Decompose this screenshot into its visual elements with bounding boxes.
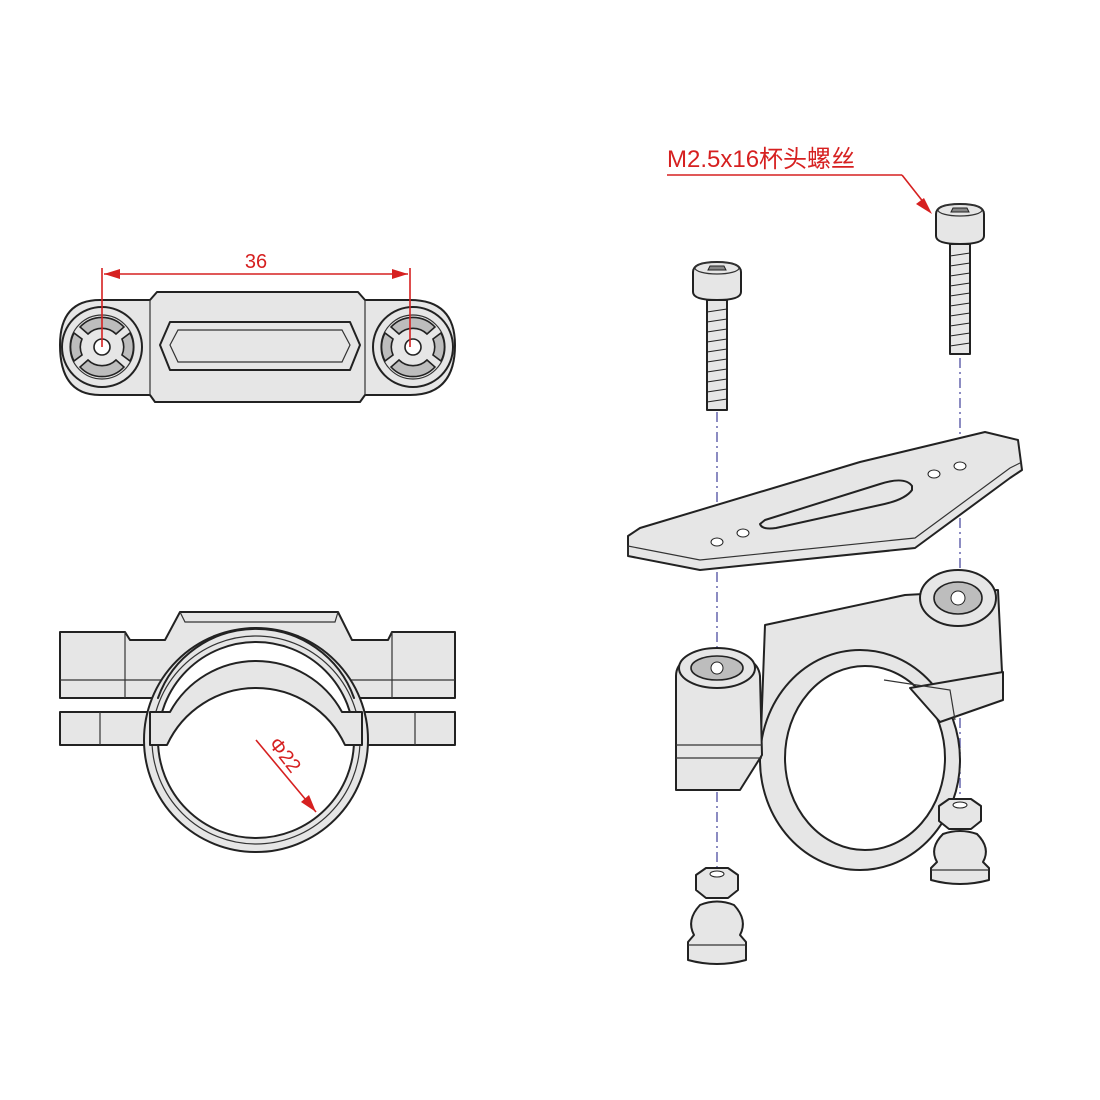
screw-callout: M2.5x16杯头螺丝 xyxy=(667,146,932,214)
cap-screw-left xyxy=(692,261,742,411)
width-dimension: 36 xyxy=(101,251,411,347)
screw-callout-label: M2.5x16杯头螺丝 xyxy=(667,146,855,173)
front-view: Φ22 xyxy=(59,611,456,853)
exploded-view: M2.5x16杯头螺丝 xyxy=(627,146,1023,965)
rubber-damper-left xyxy=(687,867,747,965)
top-view: 36 xyxy=(59,251,456,403)
tube-clamp xyxy=(675,569,1004,871)
mounting-plate xyxy=(627,431,1023,571)
right-mount-eye xyxy=(372,306,454,388)
rubber-damper-right xyxy=(930,798,990,885)
cap-screw-right xyxy=(935,203,985,355)
width-dimension-label: 36 xyxy=(245,251,267,273)
